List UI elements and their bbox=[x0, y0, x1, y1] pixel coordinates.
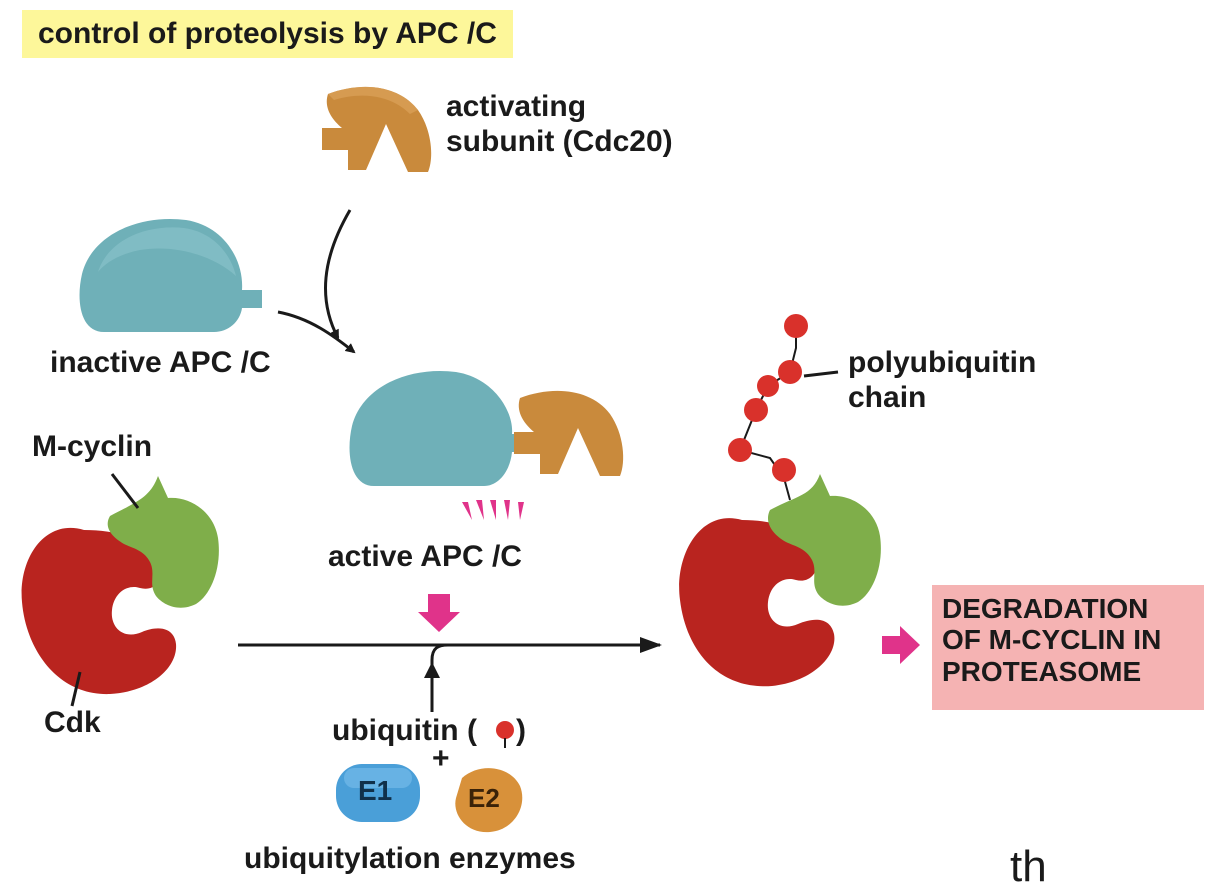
polyubiquitin-pointer bbox=[803, 370, 839, 378]
inactive-apc-icon bbox=[79, 218, 262, 332]
ubiquitin-arrowhead bbox=[424, 662, 440, 678]
label-m-cyclin: M-cyclin bbox=[32, 430, 153, 463]
label-activating-subunit: activating subunit (Cdc20) bbox=[446, 90, 673, 158]
e2-enzyme-icon bbox=[455, 768, 523, 833]
m-cyclin-ubiquitylated-icon bbox=[767, 474, 881, 606]
label-ubiquitylation-enzymes: ubiquitylation enzymes bbox=[244, 842, 576, 875]
label-ubiquitin-close: ) bbox=[516, 714, 526, 747]
degradation-line-1: DEGRADATION bbox=[942, 593, 1149, 624]
label-ubiquitin: ubiquitin ( bbox=[332, 714, 477, 747]
degradation-line-3: PROTEASOME bbox=[942, 655, 1142, 687]
active-apc-icon bbox=[349, 370, 624, 486]
label-polyubiquitin-chain: polyubiquitin chain bbox=[848, 346, 1037, 414]
m-cyclin-pointer bbox=[110, 473, 140, 509]
label-cdk: Cdk bbox=[44, 706, 101, 739]
degradation-arrow bbox=[882, 626, 920, 664]
activation-arrow bbox=[277, 310, 356, 354]
label-active-apc: active APC /C bbox=[328, 540, 522, 573]
degradation-box: DEGRADATION OF M-CYCLIN IN PROTEASOME bbox=[932, 585, 1204, 710]
apc-action-arrow bbox=[418, 594, 460, 632]
diagram-canvas bbox=[21, 86, 920, 833]
ubiquitin-units bbox=[728, 314, 808, 482]
degradation-line-2: OF M-CYCLIN IN bbox=[942, 624, 1162, 656]
label-plus: + bbox=[432, 742, 450, 775]
m-cyclin-icon bbox=[107, 476, 219, 608]
label-e2: E2 bbox=[468, 783, 500, 813]
cdk-ubiquitylated-icon bbox=[679, 518, 835, 687]
active-marks-icon bbox=[462, 500, 524, 520]
cdc20-binding-arrow bbox=[324, 209, 352, 340]
label-inactive-apc: inactive APC /C bbox=[50, 346, 271, 379]
cut-off-text: th bbox=[1010, 842, 1047, 891]
ubiquitin-input-arrow bbox=[430, 643, 449, 712]
e1-enzyme-icon bbox=[336, 764, 420, 822]
cdc20-subunit-icon bbox=[322, 86, 432, 172]
cdk-icon bbox=[21, 527, 177, 695]
cdk-pointer bbox=[70, 671, 82, 707]
label-e1: E1 bbox=[358, 775, 393, 806]
diagram-title: control of proteolysis by APC /C bbox=[22, 10, 513, 58]
ubiquitin-pin-icon bbox=[496, 721, 514, 748]
